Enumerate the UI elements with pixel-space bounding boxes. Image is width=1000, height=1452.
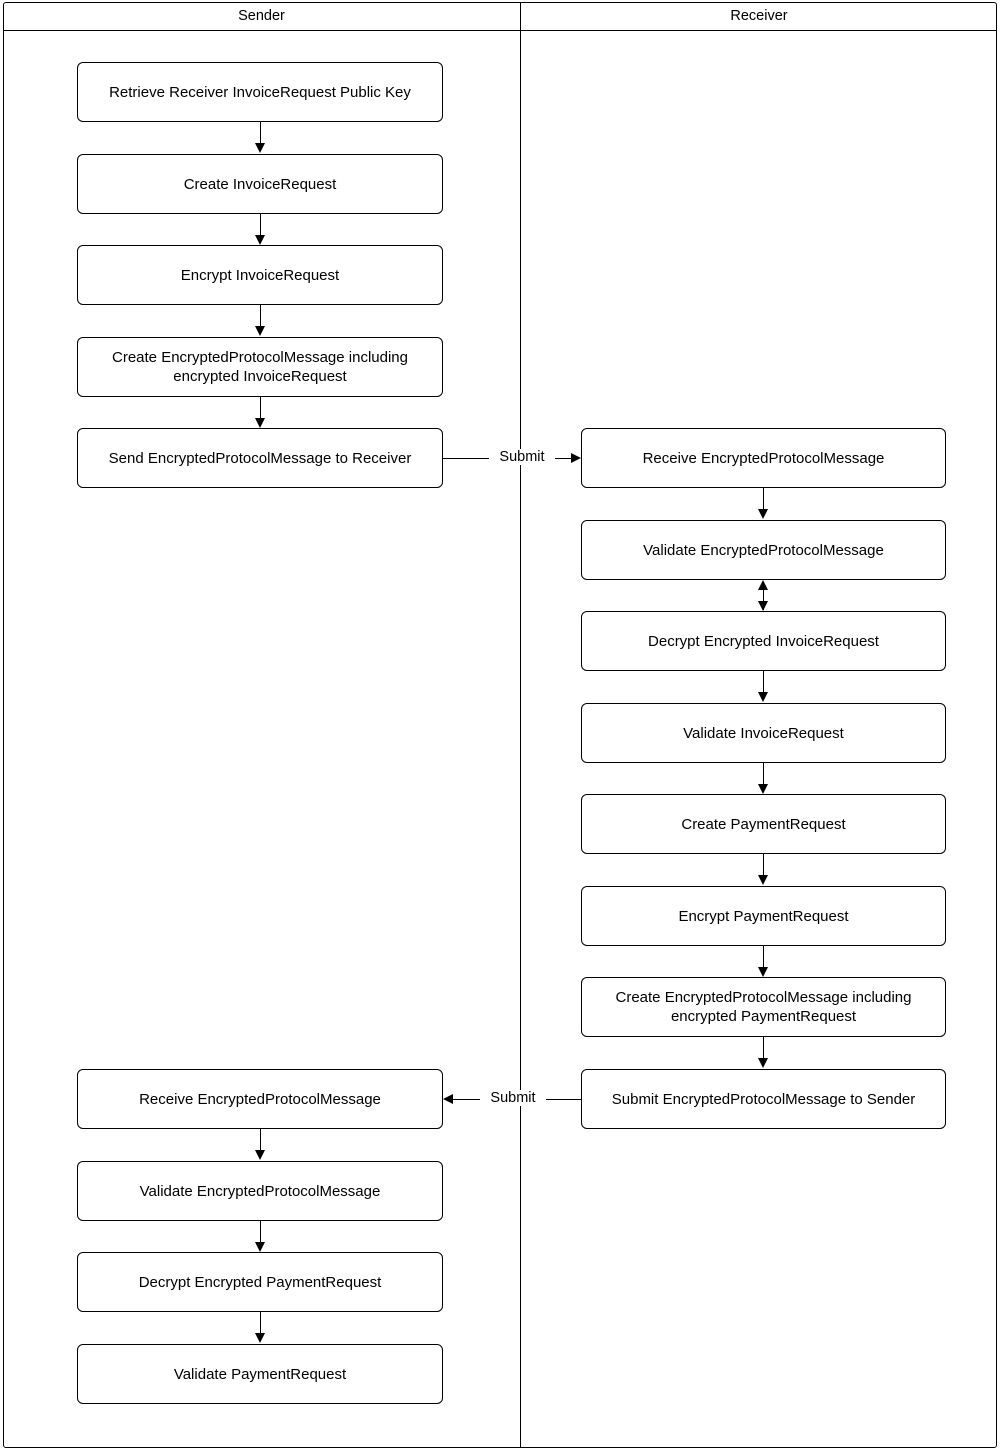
edge-r2-r3-bidirectional	[763, 582, 764, 610]
arrow-down-icon	[757, 967, 768, 977]
node-submit-encryptedprotocolmessage-to-sender[interactable]: Submit EncryptedProtocolMessage to Sende…	[581, 1069, 946, 1129]
edge-s8-s9	[260, 1312, 261, 1334]
arrow-down-icon	[254, 1242, 265, 1252]
edge-label-submit-forward: Submit	[489, 449, 555, 465]
node-label: Send EncryptedProtocolMessage to Receive…	[108, 449, 412, 467]
node-label: Submit EncryptedProtocolMessage to Sende…	[611, 1090, 916, 1108]
node-label: Create PaymentRequest	[681, 815, 846, 833]
node-create-encryptedprotocolmessage-paymentrequest[interactable]: Create EncryptedProtocolMessage includin…	[581, 977, 946, 1037]
arrow-left-icon	[443, 1093, 453, 1104]
arrow-right-icon	[571, 452, 581, 463]
edge-label-submit-return: Submit	[480, 1090, 546, 1106]
arrow-up-icon	[757, 580, 768, 590]
node-label: Encrypt PaymentRequest	[678, 907, 849, 925]
lane-title-receiver: Receiver	[730, 8, 788, 24]
node-label: Validate InvoiceRequest	[683, 724, 844, 742]
node-label: Retrieve Receiver InvoiceRequest Public …	[109, 83, 411, 101]
node-validate-encryptedprotocolmessage-receiver[interactable]: Validate EncryptedProtocolMessage	[581, 520, 946, 580]
node-label: Create EncryptedProtocolMessage includin…	[615, 989, 912, 1025]
node-label: Receive EncryptedProtocolMessage	[642, 449, 885, 467]
node-receive-encryptedprotocolmessage-sender[interactable]: Receive EncryptedProtocolMessage	[77, 1069, 443, 1129]
edge-s4-s5	[260, 397, 261, 419]
node-validate-paymentrequest[interactable]: Validate PaymentRequest	[77, 1344, 443, 1404]
edge-s2-s3	[260, 214, 261, 236]
node-label: Validate EncryptedProtocolMessage	[139, 1182, 381, 1200]
edge-r3-r4	[763, 671, 764, 693]
arrow-down-icon	[757, 875, 768, 885]
arrow-down-icon	[254, 1333, 265, 1343]
node-label: Encrypt InvoiceRequest	[180, 266, 340, 284]
node-receive-encryptedprotocolmessage-receiver[interactable]: Receive EncryptedProtocolMessage	[581, 428, 946, 488]
node-validate-invoicerequest[interactable]: Validate InvoiceRequest	[581, 703, 946, 763]
node-create-paymentrequest[interactable]: Create PaymentRequest	[581, 794, 946, 854]
node-encrypt-invoicerequest[interactable]: Encrypt InvoiceRequest	[77, 245, 443, 305]
arrow-down-icon	[254, 1150, 265, 1160]
arrow-down-icon	[254, 326, 265, 336]
node-label: Receive EncryptedProtocolMessage	[139, 1090, 381, 1108]
edge-s1-s2	[260, 122, 261, 144]
node-create-invoicerequest[interactable]: Create InvoiceRequest	[77, 154, 443, 214]
lane-title-sender: Sender	[238, 8, 285, 24]
node-validate-encryptedprotocolmessage-sender[interactable]: Validate EncryptedProtocolMessage	[77, 1161, 443, 1221]
node-retrieve-receiver-invoicerequest-public-key[interactable]: Retrieve Receiver InvoiceRequest Public …	[77, 62, 443, 122]
node-label: Validate EncryptedProtocolMessage	[643, 541, 884, 559]
node-label: Create EncryptedProtocolMessage includin…	[112, 349, 408, 385]
arrow-down-icon	[254, 235, 265, 245]
edge-s7-s8	[260, 1221, 261, 1243]
lane-vertical-divider	[520, 2, 521, 1448]
node-label: Decrypt Encrypted InvoiceRequest	[648, 632, 879, 650]
node-label: Create InvoiceRequest	[183, 175, 337, 193]
arrow-down-icon	[757, 692, 768, 702]
node-decrypt-encrypted-paymentrequest[interactable]: Decrypt Encrypted PaymentRequest	[77, 1252, 443, 1312]
arrow-down-icon	[254, 418, 265, 428]
node-send-encryptedprotocolmessage-to-receiver[interactable]: Send EncryptedProtocolMessage to Receive…	[77, 428, 443, 488]
edge-s3-s4	[260, 305, 261, 327]
edge-r5-r6	[763, 854, 764, 876]
lane-header-divider	[3, 30, 997, 31]
edge-r4-r5	[763, 763, 764, 785]
arrow-down-icon	[757, 601, 768, 611]
edge-r1-r2	[763, 488, 764, 510]
arrow-down-icon	[757, 784, 768, 794]
edge-s6-s7	[260, 1129, 261, 1151]
node-encrypt-paymentrequest[interactable]: Encrypt PaymentRequest	[581, 886, 946, 946]
node-label: Validate PaymentRequest	[173, 1365, 347, 1383]
node-decrypt-encrypted-invoicerequest[interactable]: Decrypt Encrypted InvoiceRequest	[581, 611, 946, 671]
node-create-encryptedprotocolmessage-invoicerequest[interactable]: Create EncryptedProtocolMessage includin…	[77, 337, 443, 397]
edge-r6-r7	[763, 946, 764, 968]
arrow-down-icon	[254, 143, 265, 153]
arrow-down-icon	[757, 509, 768, 519]
edge-r7-r8	[763, 1037, 764, 1059]
node-label: Decrypt Encrypted PaymentRequest	[138, 1273, 382, 1291]
arrow-down-icon	[757, 1058, 768, 1068]
